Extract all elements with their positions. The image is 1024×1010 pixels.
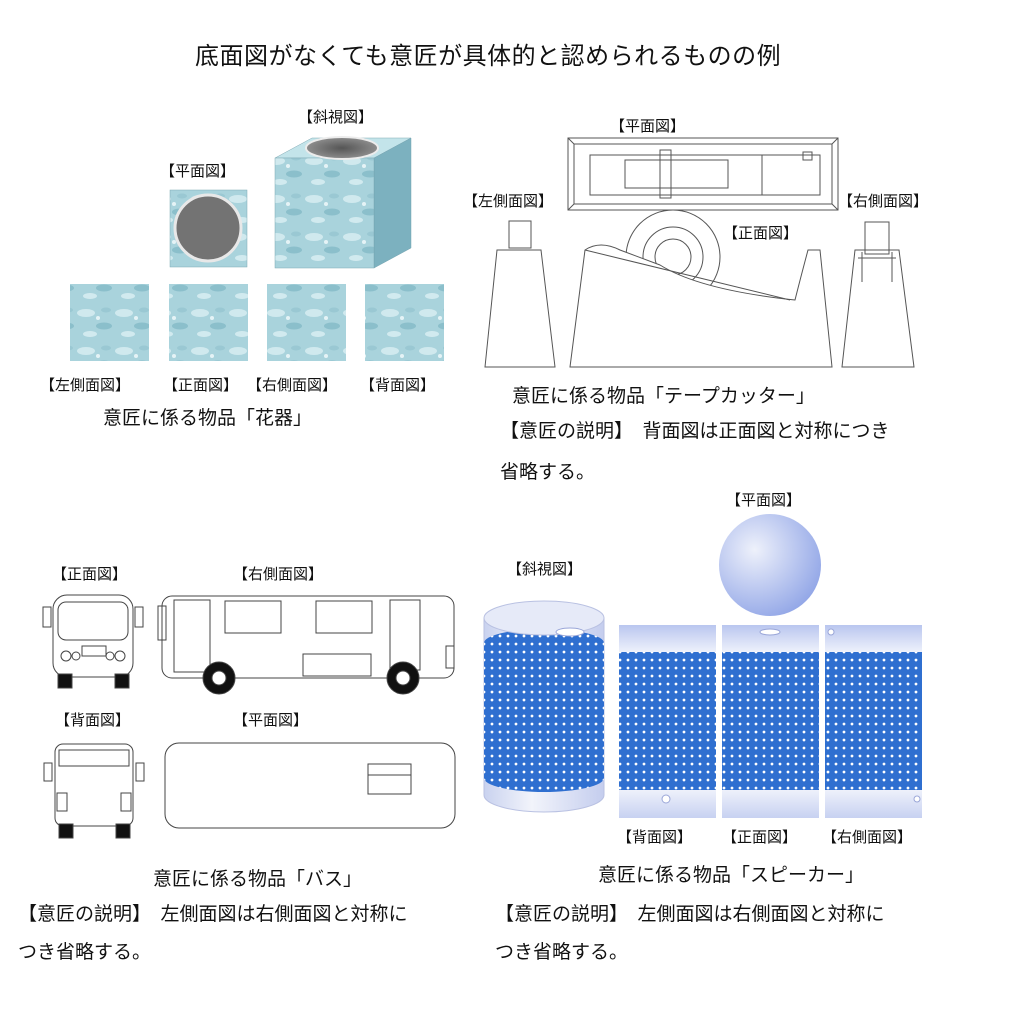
speaker-right-side-view (825, 625, 922, 818)
tape-left-side-view (484, 220, 556, 368)
speaker-front-label: 【正面図】 (722, 828, 798, 846)
speaker-caption: 意匠に係る物品「スピーカー」 (598, 864, 865, 886)
speaker-figure (483, 514, 922, 818)
bus-figure (42, 594, 456, 839)
vase-back-label: 【背面図】 (360, 376, 436, 394)
speaker-back-label: 【背面図】 (617, 828, 693, 846)
vase-caption: 意匠に係る物品「花器」 (103, 407, 313, 429)
vase-plan-label: 【平面図】 (160, 162, 236, 180)
page-title: 底面図がなくても意匠が具体的と認められるものの例 (195, 42, 782, 70)
bus-back-view (43, 743, 145, 839)
vase-right-side-view (267, 284, 346, 361)
speaker-plan-view (719, 514, 821, 616)
speaker-perspective-label: 【斜視図】 (507, 560, 583, 578)
speaker-description-line1: 【意匠の説明】 左側面図は右側面図と対称に (495, 903, 885, 925)
bus-caption: 意匠に係る物品「バス」 (153, 868, 363, 890)
vase-plan-view (169, 189, 248, 268)
vase-back-view (365, 284, 444, 361)
bus-back-label: 【背面図】 (55, 711, 131, 729)
tape-plan-label: 【平面図】 (610, 117, 686, 135)
vase-front-label: 【正面図】 (163, 376, 239, 394)
speaker-front-view (722, 625, 819, 818)
vase-left-label: 【左側面図】 (40, 376, 131, 394)
bus-description-line2: つき省略する。 (18, 941, 152, 963)
vase-perspective-view (274, 136, 412, 269)
speaker-description-line2: つき省略する。 (495, 941, 629, 963)
bus-right-label: 【右側面図】 (233, 565, 324, 583)
vase-figure (70, 136, 444, 361)
tape-description-line1: 【意匠の説明】 背面図は正面図と対称につき (500, 420, 890, 442)
vase-perspective-label: 【斜視図】 (298, 108, 374, 126)
tape-left-label: 【左側面図】 (463, 192, 554, 210)
vase-front-view (169, 284, 248, 361)
speaker-plan-label: 【平面図】 (726, 491, 802, 509)
speaker-right-label: 【右側面図】 (822, 828, 913, 846)
tape-right-side-view (841, 221, 915, 368)
tape-right-label: 【右側面図】 (838, 192, 929, 210)
tape-plan-view (567, 137, 839, 211)
tape-cutter-figure (484, 137, 915, 368)
bus-front-view (42, 594, 144, 689)
bus-right-side-view (157, 595, 455, 695)
tape-caption: 意匠に係る物品「テープカッター」 (512, 385, 815, 407)
bus-plan-label: 【平面図】 (233, 711, 309, 729)
tape-front-view (569, 209, 833, 368)
vase-left-side-view (70, 284, 149, 361)
speaker-perspective-view (483, 600, 605, 813)
tape-description-line2: 省略する。 (500, 461, 596, 483)
bus-plan-view (164, 742, 456, 829)
tape-front-label: 【正面図】 (723, 224, 799, 242)
vase-right-label: 【右側面図】 (247, 376, 338, 394)
bus-description-line1: 【意匠の説明】 左側面図は右側面図と対称に (18, 903, 408, 925)
bus-front-label: 【正面図】 (52, 565, 128, 583)
speaker-back-view (619, 625, 716, 818)
